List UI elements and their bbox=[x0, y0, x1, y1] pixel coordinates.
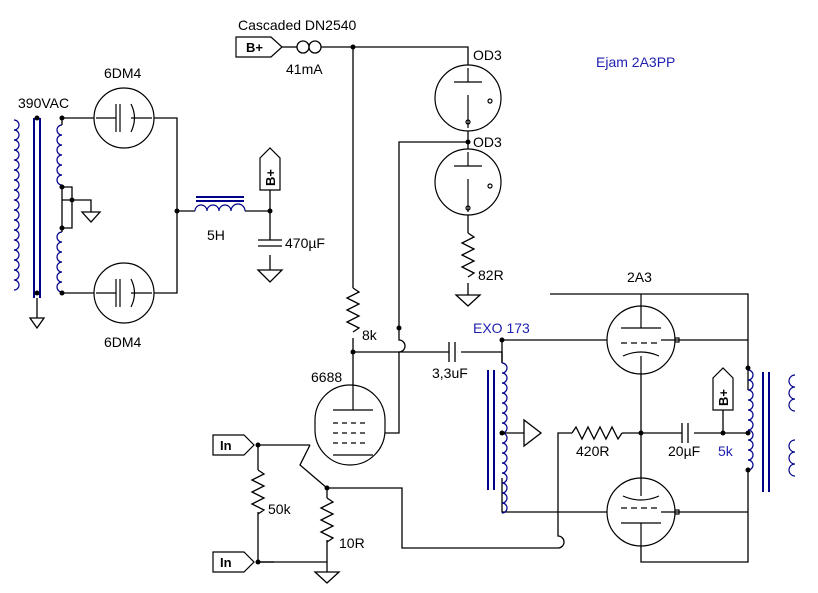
current-source bbox=[296, 40, 322, 54]
bplus-label-top: B+ bbox=[246, 40, 263, 55]
label-390vac: 390VAC bbox=[18, 95, 69, 111]
label-5h: 5H bbox=[207, 227, 225, 243]
label-5k: 5k bbox=[718, 443, 734, 459]
label-470uf: 470µF bbox=[285, 235, 325, 251]
label-6688: 6688 bbox=[311, 369, 342, 385]
label-cascaded: Cascaded DN2540 bbox=[238, 17, 357, 33]
label-82r: 82R bbox=[478, 267, 504, 283]
ground-icon bbox=[313, 571, 341, 584]
label-exo-173: EXO 173 bbox=[473, 320, 530, 336]
in-label-top: In bbox=[220, 438, 232, 453]
ground-icon bbox=[454, 294, 482, 307]
resistor-10r bbox=[319, 497, 335, 543]
coupling-capacitor bbox=[448, 342, 456, 362]
choke bbox=[174, 196, 273, 214]
output-tube-top bbox=[606, 294, 680, 375]
output-transformer bbox=[745, 365, 796, 492]
label-3-3uf: 3,3uF bbox=[432, 365, 468, 381]
resistor-82r bbox=[460, 232, 476, 278]
label-2a3: 2A3 bbox=[627, 269, 652, 285]
in-label-bottom: In bbox=[220, 555, 232, 570]
label-420r: 420R bbox=[576, 443, 609, 459]
rectifier-tube-bottom bbox=[93, 262, 155, 324]
label-6dm4-bottom: 6DM4 bbox=[104, 334, 142, 350]
bplus-port-out bbox=[712, 367, 734, 411]
label-od3-bottom: OD3 bbox=[473, 134, 502, 150]
ground-icon bbox=[80, 211, 102, 223]
label-current: 41mA bbox=[286, 61, 323, 77]
label-50k: 50k bbox=[268, 501, 292, 517]
label-10r: 10R bbox=[339, 535, 365, 551]
bypass-capacitor bbox=[681, 423, 689, 443]
annotation-ejam: Ejam 2A3PP bbox=[596, 54, 675, 70]
resistor-50k bbox=[250, 469, 266, 515]
label-20uf: 20µF bbox=[668, 443, 700, 459]
bplus-port-psu bbox=[259, 147, 281, 191]
od3-tube-bottom bbox=[434, 148, 502, 216]
driver-tube bbox=[314, 384, 386, 466]
bplus-port-top bbox=[235, 36, 283, 58]
rectifier-tube-top bbox=[93, 87, 155, 149]
filter-capacitor bbox=[256, 239, 284, 283]
bplus-label-psu: B+ bbox=[263, 169, 278, 186]
bplus-label-out: B+ bbox=[716, 389, 731, 406]
resistor-8k bbox=[345, 287, 361, 333]
in-port-bottom bbox=[212, 551, 255, 573]
wires bbox=[62, 46, 749, 572]
power-transformer bbox=[13, 115, 75, 330]
in-port-top bbox=[212, 434, 255, 456]
label-8k: 8k bbox=[362, 327, 378, 343]
resistor-420r bbox=[571, 425, 623, 441]
output-tube-bottom bbox=[606, 477, 680, 547]
label-6dm4-top: 6DM4 bbox=[104, 65, 142, 81]
interstage-transformer bbox=[487, 362, 543, 514]
od3-tube-top bbox=[434, 64, 502, 132]
label-od3-top: OD3 bbox=[473, 47, 502, 63]
